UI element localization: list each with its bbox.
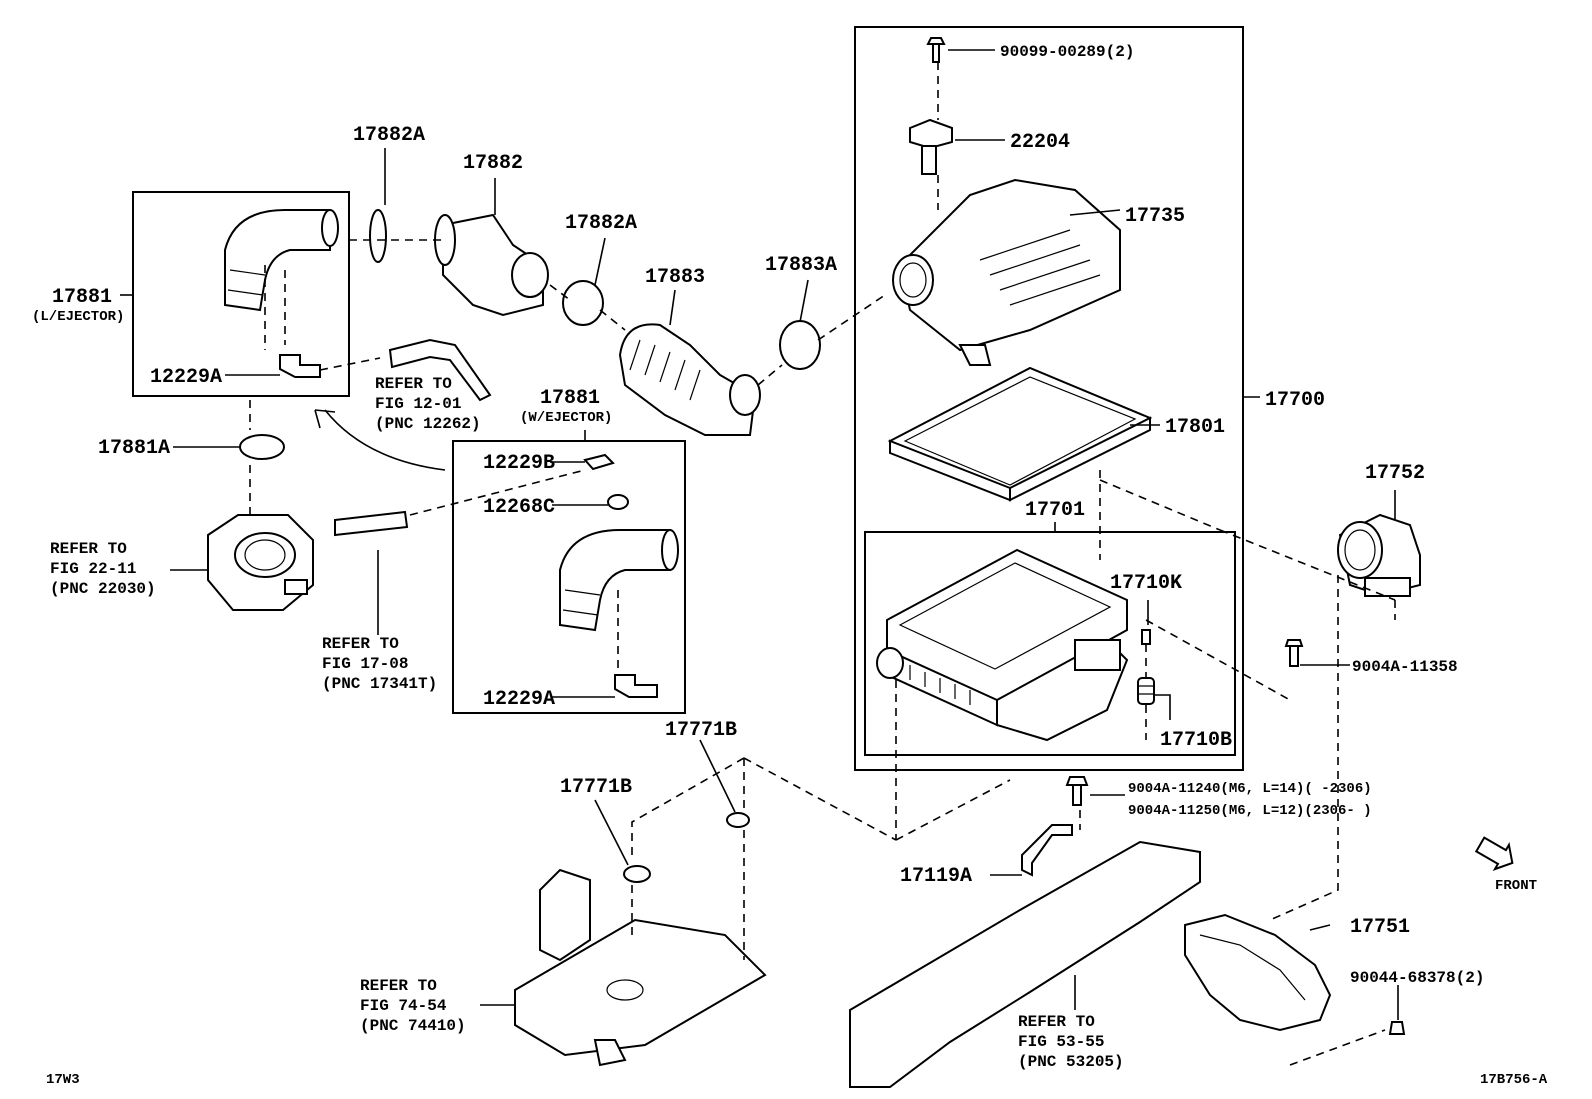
hose-17881-l-ejector-part[interactable] bbox=[224, 209, 339, 312]
dashed-guides bbox=[249, 62, 1396, 1066]
label-90099-00289: 90099-00289(2) bbox=[1000, 43, 1134, 61]
grommet-17771B-2-part[interactable] bbox=[726, 812, 750, 828]
label-17883: 17883 bbox=[645, 266, 705, 289]
svg-text:REFER TO: REFER TO bbox=[360, 977, 437, 995]
clip-12268C-part[interactable] bbox=[607, 494, 629, 510]
label-17700: 17700 bbox=[1265, 389, 1325, 412]
svg-text:FIG 17-08: FIG 17-08 bbox=[322, 655, 408, 673]
vacuum-pipe-refer-part[interactable] bbox=[334, 510, 409, 537]
leader-lines bbox=[120, 49, 1399, 1020]
clamp-17882A-2-part[interactable] bbox=[562, 280, 604, 326]
svg-text:REFER TO: REFER TO bbox=[322, 635, 399, 653]
label-17883A: 17883A bbox=[765, 254, 837, 277]
ref-fig-22-11[interactable]: REFER TO FIG 22-11 (PNC 22030) bbox=[50, 540, 156, 598]
svg-text:REFER TO: REFER TO bbox=[50, 540, 127, 558]
label-17881-w-ejector: 17881 bbox=[540, 387, 600, 410]
air-cleaner-case-17701-part[interactable] bbox=[876, 548, 1129, 742]
clip-17710K-part[interactable] bbox=[1141, 629, 1151, 645]
svg-text:FIG 22-11: FIG 22-11 bbox=[50, 560, 136, 578]
label-9004A-11358: 9004A-11358 bbox=[1352, 658, 1458, 676]
label-17881-w-ejector-sub: (W/EJECTOR) bbox=[520, 410, 612, 426]
label-17801: 17801 bbox=[1165, 416, 1225, 439]
label-17119A: 17119A bbox=[900, 865, 972, 888]
label-17881-l-ejector: 17881 bbox=[52, 286, 112, 309]
label-17882: 17882 bbox=[463, 152, 523, 175]
air-inlet-17752-part[interactable] bbox=[1337, 513, 1421, 597]
label-figure-id: 17B756-A bbox=[1480, 1072, 1548, 1088]
ref-fig-17-08[interactable]: REFER TO FIG 17-08 (PNC 17341T) bbox=[322, 635, 437, 693]
air-cleaner-cap-17735-part[interactable] bbox=[892, 178, 1121, 366]
fitting-12229A-1-part[interactable] bbox=[279, 354, 321, 378]
svg-text:(PNC 17341T): (PNC 17341T) bbox=[322, 675, 437, 693]
label-9004A-11250: 9004A-11250(M6, L=12)(2306- ) bbox=[1128, 803, 1372, 819]
label-12229B: 12229B bbox=[483, 452, 555, 475]
clamp-17881A-part[interactable] bbox=[239, 434, 285, 460]
svg-text:FIG 12-01: FIG 12-01 bbox=[375, 395, 461, 413]
svg-text:(PNC 12262): (PNC 12262) bbox=[375, 415, 481, 433]
throttle-body-part[interactable] bbox=[207, 514, 314, 611]
radiator-support-part[interactable] bbox=[849, 840, 1201, 1088]
label-17752: 17752 bbox=[1365, 462, 1425, 485]
svg-text:(PNC 74410): (PNC 74410) bbox=[360, 1017, 466, 1035]
label-figure-code: 17W3 bbox=[46, 1072, 80, 1088]
fitting-12229A-2-part[interactable] bbox=[614, 674, 658, 698]
clamp-17882A-1-part[interactable] bbox=[369, 209, 387, 263]
label-17881A: 17881A bbox=[98, 437, 170, 460]
hose-17881-w-ejector-part[interactable] bbox=[559, 529, 679, 632]
l-ejector-frame bbox=[132, 191, 350, 397]
label-17882A-1: 17882A bbox=[353, 124, 425, 147]
fitting-12229B-part[interactable] bbox=[583, 453, 615, 471]
ref-fig-53-55[interactable]: REFER TO FIG 53-55 (PNC 53205) bbox=[1018, 1013, 1124, 1071]
label-17735: 17735 bbox=[1125, 205, 1185, 228]
air-flow-meter-22204-part[interactable] bbox=[909, 118, 953, 175]
label-9004A-11240: 9004A-11240(M6, L=14)( -2306) bbox=[1128, 781, 1372, 797]
svg-text:REFER TO: REFER TO bbox=[375, 375, 452, 393]
svg-text:(PNC 53205): (PNC 53205) bbox=[1018, 1053, 1124, 1071]
label-17751: 17751 bbox=[1350, 916, 1410, 939]
grommet-17771B-1-part[interactable] bbox=[623, 865, 651, 883]
label-22204: 22204 bbox=[1010, 131, 1070, 154]
bolt-9004A-11358-part[interactable] bbox=[1284, 639, 1304, 667]
label-17771B-1: 17771B bbox=[665, 719, 737, 742]
grommet-17710B-part[interactable] bbox=[1137, 677, 1155, 705]
label-front: FRONT bbox=[1495, 878, 1537, 894]
hose-17882-part[interactable] bbox=[434, 213, 549, 317]
screw-90099-part[interactable] bbox=[926, 37, 946, 63]
air-cleaner-assembly-frame bbox=[854, 26, 1244, 771]
ref-fig-74-54[interactable]: REFER TO FIG 74-54 (PNC 74410) bbox=[360, 977, 466, 1035]
battery-tray-part[interactable] bbox=[514, 868, 767, 1067]
svg-text:FIG 74-54: FIG 74-54 bbox=[360, 997, 447, 1015]
w-ejector-frame bbox=[452, 440, 686, 714]
svg-text:FIG 53-55: FIG 53-55 bbox=[1018, 1033, 1104, 1051]
clamp-17883A-part[interactable] bbox=[779, 320, 821, 370]
label-12229A-1: 12229A bbox=[150, 366, 222, 389]
hose-17883-part[interactable] bbox=[618, 323, 761, 436]
ejector-hose-refer-part[interactable] bbox=[388, 338, 492, 402]
svg-text:(PNC 22030): (PNC 22030) bbox=[50, 580, 156, 598]
label-17881-l-ejector-sub: (L/EJECTOR) bbox=[32, 309, 124, 325]
label-12268C: 12268C bbox=[483, 496, 555, 519]
label-17882A-2: 17882A bbox=[565, 212, 637, 235]
label-17710B: 17710B bbox=[1160, 729, 1232, 752]
front-arrow-icon bbox=[1474, 836, 1514, 871]
reference-arrow bbox=[324, 409, 446, 471]
screw-90044-part[interactable] bbox=[1388, 1021, 1406, 1035]
label-17771B-2: 17771B bbox=[560, 776, 632, 799]
label-90044-68378: 90044-68378(2) bbox=[1350, 969, 1484, 987]
bracket-17119A-part[interactable] bbox=[1021, 824, 1073, 877]
label-17701: 17701 bbox=[1025, 499, 1085, 522]
air-filter-element-17801-part[interactable] bbox=[887, 366, 1153, 502]
reference-arrow-head bbox=[314, 409, 336, 429]
air-duct-17751-part[interactable] bbox=[1184, 913, 1332, 1032]
label-12229A-2: 12229A bbox=[483, 688, 555, 711]
svg-text:REFER TO: REFER TO bbox=[1018, 1013, 1095, 1031]
ref-fig-12-01[interactable]: REFER TO FIG 12-01 (PNC 12262) bbox=[375, 375, 481, 433]
air-cleaner-case-frame bbox=[864, 531, 1236, 756]
label-17710K: 17710K bbox=[1110, 572, 1182, 595]
bolt-9004A-11240-part[interactable] bbox=[1065, 776, 1089, 806]
